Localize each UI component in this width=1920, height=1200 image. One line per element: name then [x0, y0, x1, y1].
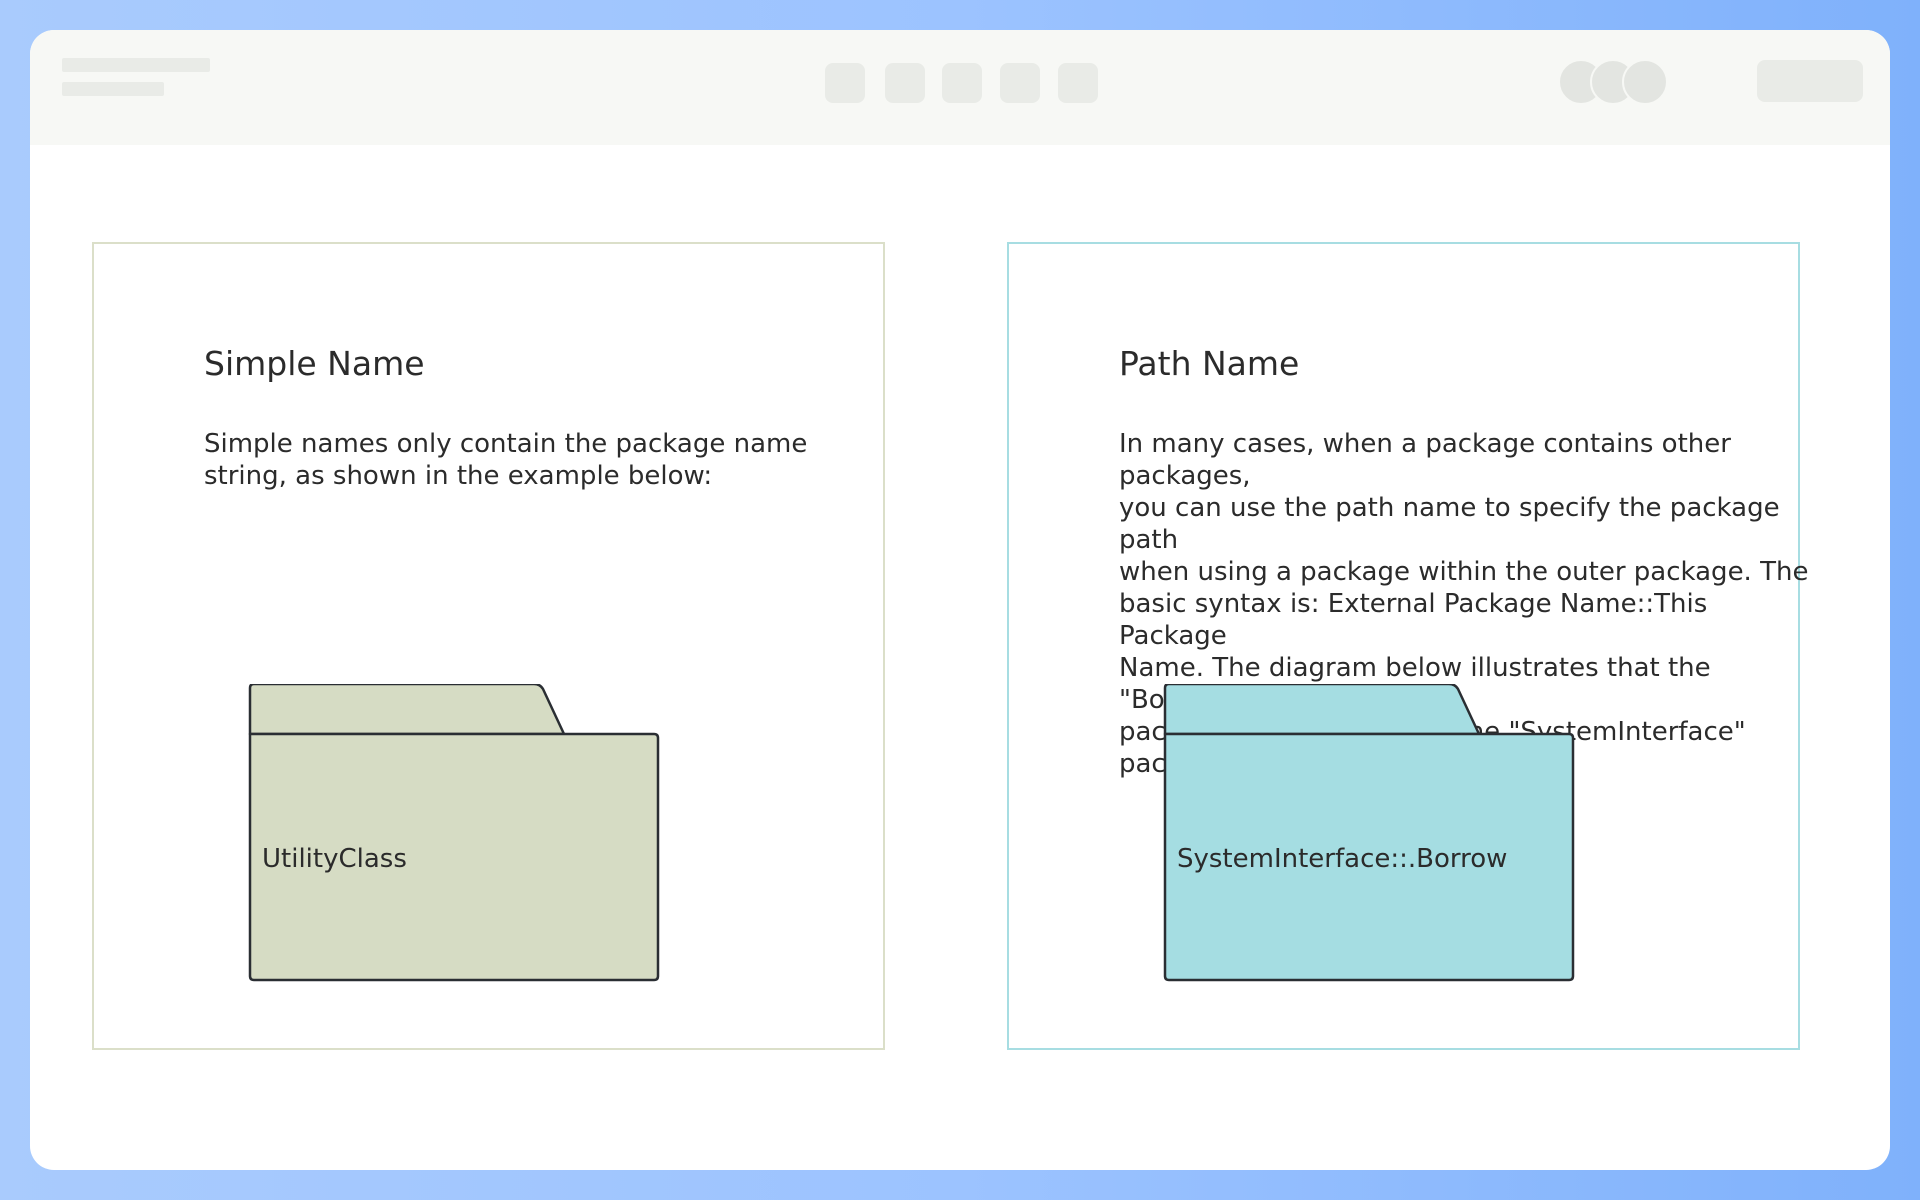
package-shape[interactable]: UtilityClass — [242, 684, 662, 984]
panel-description: Simple names only contain the package na… — [204, 429, 808, 491]
toolbar-button-5[interactable] — [1058, 63, 1098, 103]
collaborator-avatar-3[interactable] — [1622, 59, 1668, 105]
panel-title: Path Name — [1119, 344, 1300, 383]
app-window: Simple Name Simple names only contain th… — [30, 30, 1890, 1170]
package-folder-icon — [248, 684, 660, 982]
document-subtitle-placeholder — [62, 82, 164, 96]
panel-title: Simple Name — [204, 344, 425, 383]
package-label: SystemInterface::.Borrow — [1177, 844, 1508, 874]
simple-name-panel[interactable]: Simple Name Simple names only contain th… — [92, 242, 885, 1050]
package-label: UtilityClass — [262, 844, 407, 874]
toolbar-button-4[interactable] — [1000, 63, 1040, 103]
toolbar-button-2[interactable] — [885, 63, 925, 103]
path-name-panel[interactable]: Path Name In many cases, when a package … — [1007, 242, 1808, 1050]
top-toolbar — [30, 30, 1890, 145]
toolbar-button-1[interactable] — [825, 63, 865, 103]
package-folder-icon — [1163, 684, 1575, 982]
document-title-placeholder[interactable] — [62, 58, 210, 72]
package-shape[interactable]: SystemInterface::.Borrow — [1157, 684, 1577, 984]
share-button[interactable] — [1757, 60, 1863, 102]
toolbar-button-3[interactable] — [942, 63, 982, 103]
